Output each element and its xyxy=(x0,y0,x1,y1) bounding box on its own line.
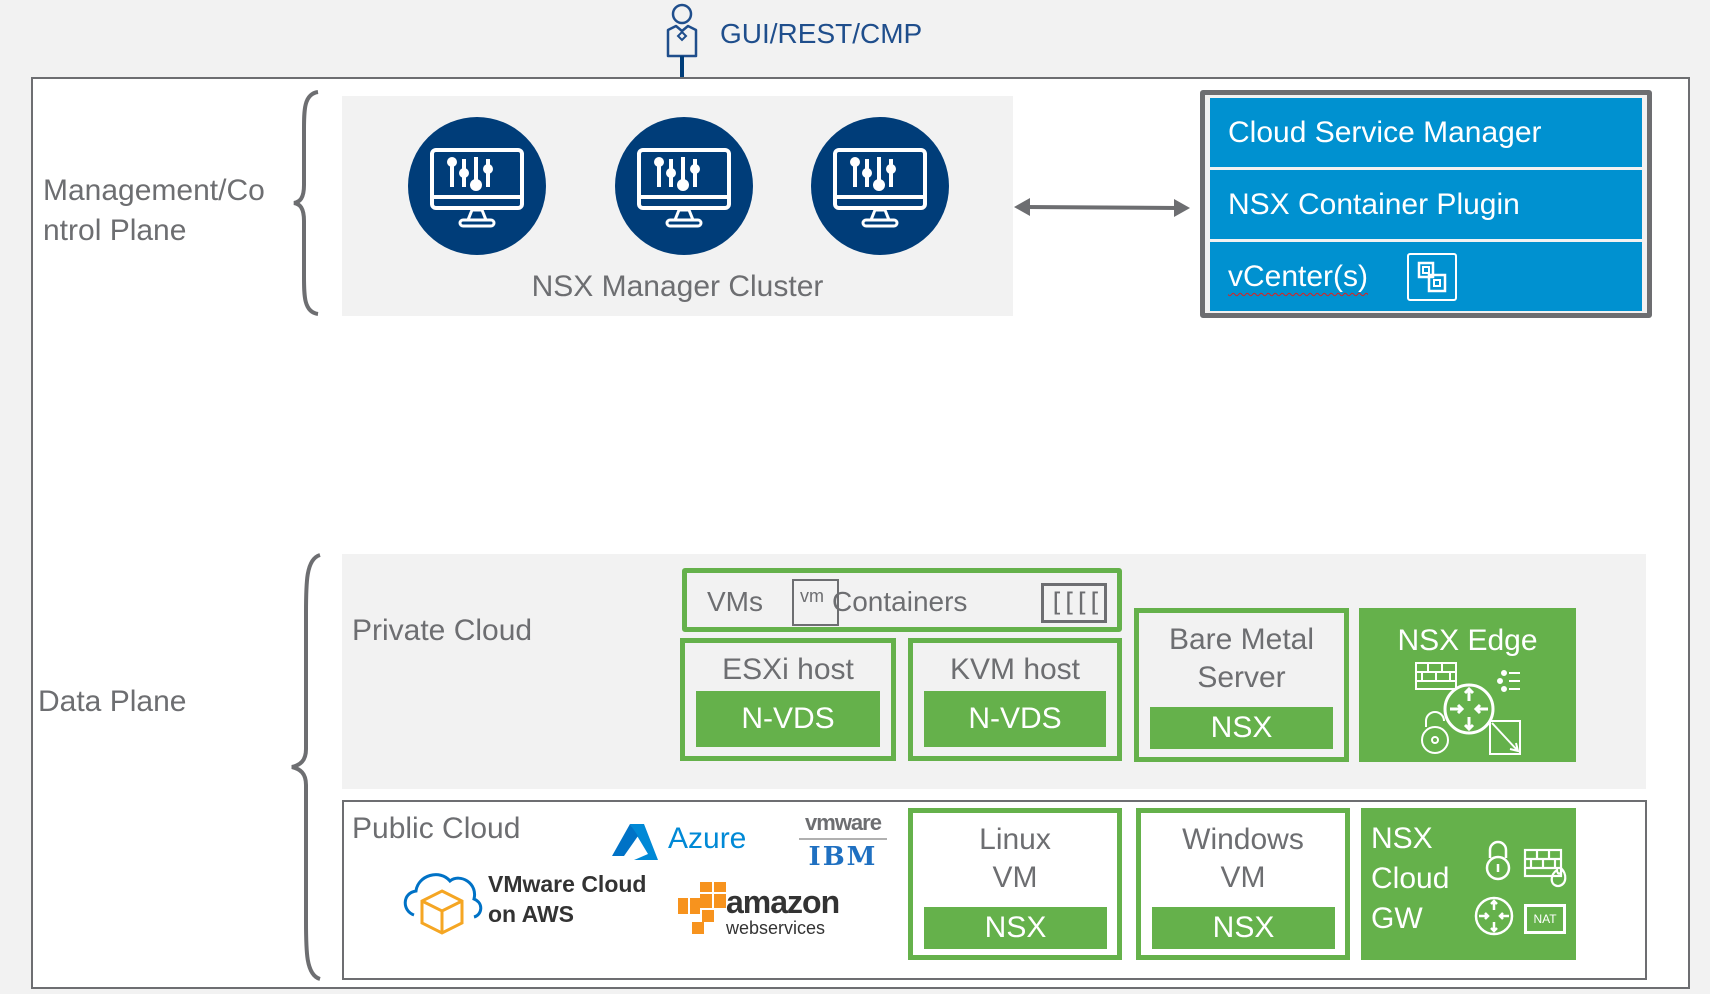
management-brace xyxy=(292,90,322,316)
nsx-manager-cluster-label: NSX Manager Cluster xyxy=(531,270,824,303)
azure-icon xyxy=(612,824,658,860)
bidirectional-arrow-icon xyxy=(1012,196,1192,220)
workloads-box[interactable]: VMs vm Containers [[[[ xyxy=(682,568,1122,632)
vcenter-icon xyxy=(1407,253,1457,301)
bare-metal-server[interactable]: Bare Metal Server NSX xyxy=(1134,608,1349,762)
nsx-agent[interactable]: NSX xyxy=(924,907,1107,949)
nsx-manager-node[interactable] xyxy=(408,117,546,255)
cloud-box-icon xyxy=(403,873,483,935)
nsx-agent[interactable]: NSX xyxy=(1152,907,1335,949)
public-cloud-label: Public Cloud xyxy=(352,812,521,845)
router-icon xyxy=(1474,896,1514,936)
vcenter[interactable]: vCenter(s) xyxy=(1210,242,1642,311)
management-plane-label: Management/Co ntrol Plane xyxy=(43,174,265,247)
access-methods-label: GUI/REST/CMP xyxy=(720,18,923,49)
monitor-sliders-icon xyxy=(430,148,524,228)
lock-icon xyxy=(1485,840,1511,881)
esxi-host[interactable]: ESXi host N-VDS xyxy=(680,638,896,761)
firewall-icon xyxy=(1523,848,1567,888)
containers-label: Containers xyxy=(832,586,968,617)
nsx-manager-node[interactable] xyxy=(811,117,949,255)
data-plane-label: Data Plane xyxy=(38,685,187,718)
aws-cubes-icon xyxy=(678,882,726,934)
nsx-edge[interactable]: NSX Edge xyxy=(1359,608,1576,762)
vmware-cloud-on-aws-logo[interactable]: VMware Cloud on AWS xyxy=(400,865,660,940)
nsx-container-plugin[interactable]: NSX Container Plugin xyxy=(1210,170,1642,239)
private-cloud-label: Private Cloud xyxy=(352,614,533,647)
nsx-edge-label: NSX Edge xyxy=(1397,624,1538,657)
edge-services-icon xyxy=(1415,662,1521,755)
kvm-host[interactable]: KVM host N-VDS xyxy=(908,638,1122,761)
nat-icon: NAT xyxy=(1524,904,1566,934)
cloud-service-manager[interactable]: Cloud Service Manager xyxy=(1210,98,1642,167)
windows-vm[interactable]: Windows VM NSX xyxy=(1136,808,1350,960)
management-services-box: Cloud Service Manager NSX Container Plug… xyxy=(1200,90,1652,318)
data-plane-brace xyxy=(288,553,324,981)
nsx-agent[interactable]: NSX xyxy=(1150,707,1333,749)
vms-label: VMs xyxy=(707,586,763,617)
nsx-manager-node[interactable] xyxy=(615,117,753,255)
n-vds-switch[interactable]: N-VDS xyxy=(924,691,1106,747)
n-vds-switch[interactable]: N-VDS xyxy=(696,691,880,747)
amazon-web-services-logo[interactable]: amazon webservices xyxy=(676,880,846,940)
linux-vm[interactable]: Linux VM NSX xyxy=(908,808,1122,960)
azure-logo[interactable]: Azure xyxy=(610,822,750,862)
monitor-sliders-icon xyxy=(637,148,731,228)
vm-icon: vm xyxy=(792,579,839,626)
monitor-sliders-icon xyxy=(833,148,927,228)
nsx-cloud-gateway[interactable]: NSX Cloud GW NAT xyxy=(1361,808,1576,960)
vmware-ibm-logo[interactable]: vmware IBM xyxy=(797,810,889,880)
containers-icon: [[[[ xyxy=(1041,583,1107,623)
